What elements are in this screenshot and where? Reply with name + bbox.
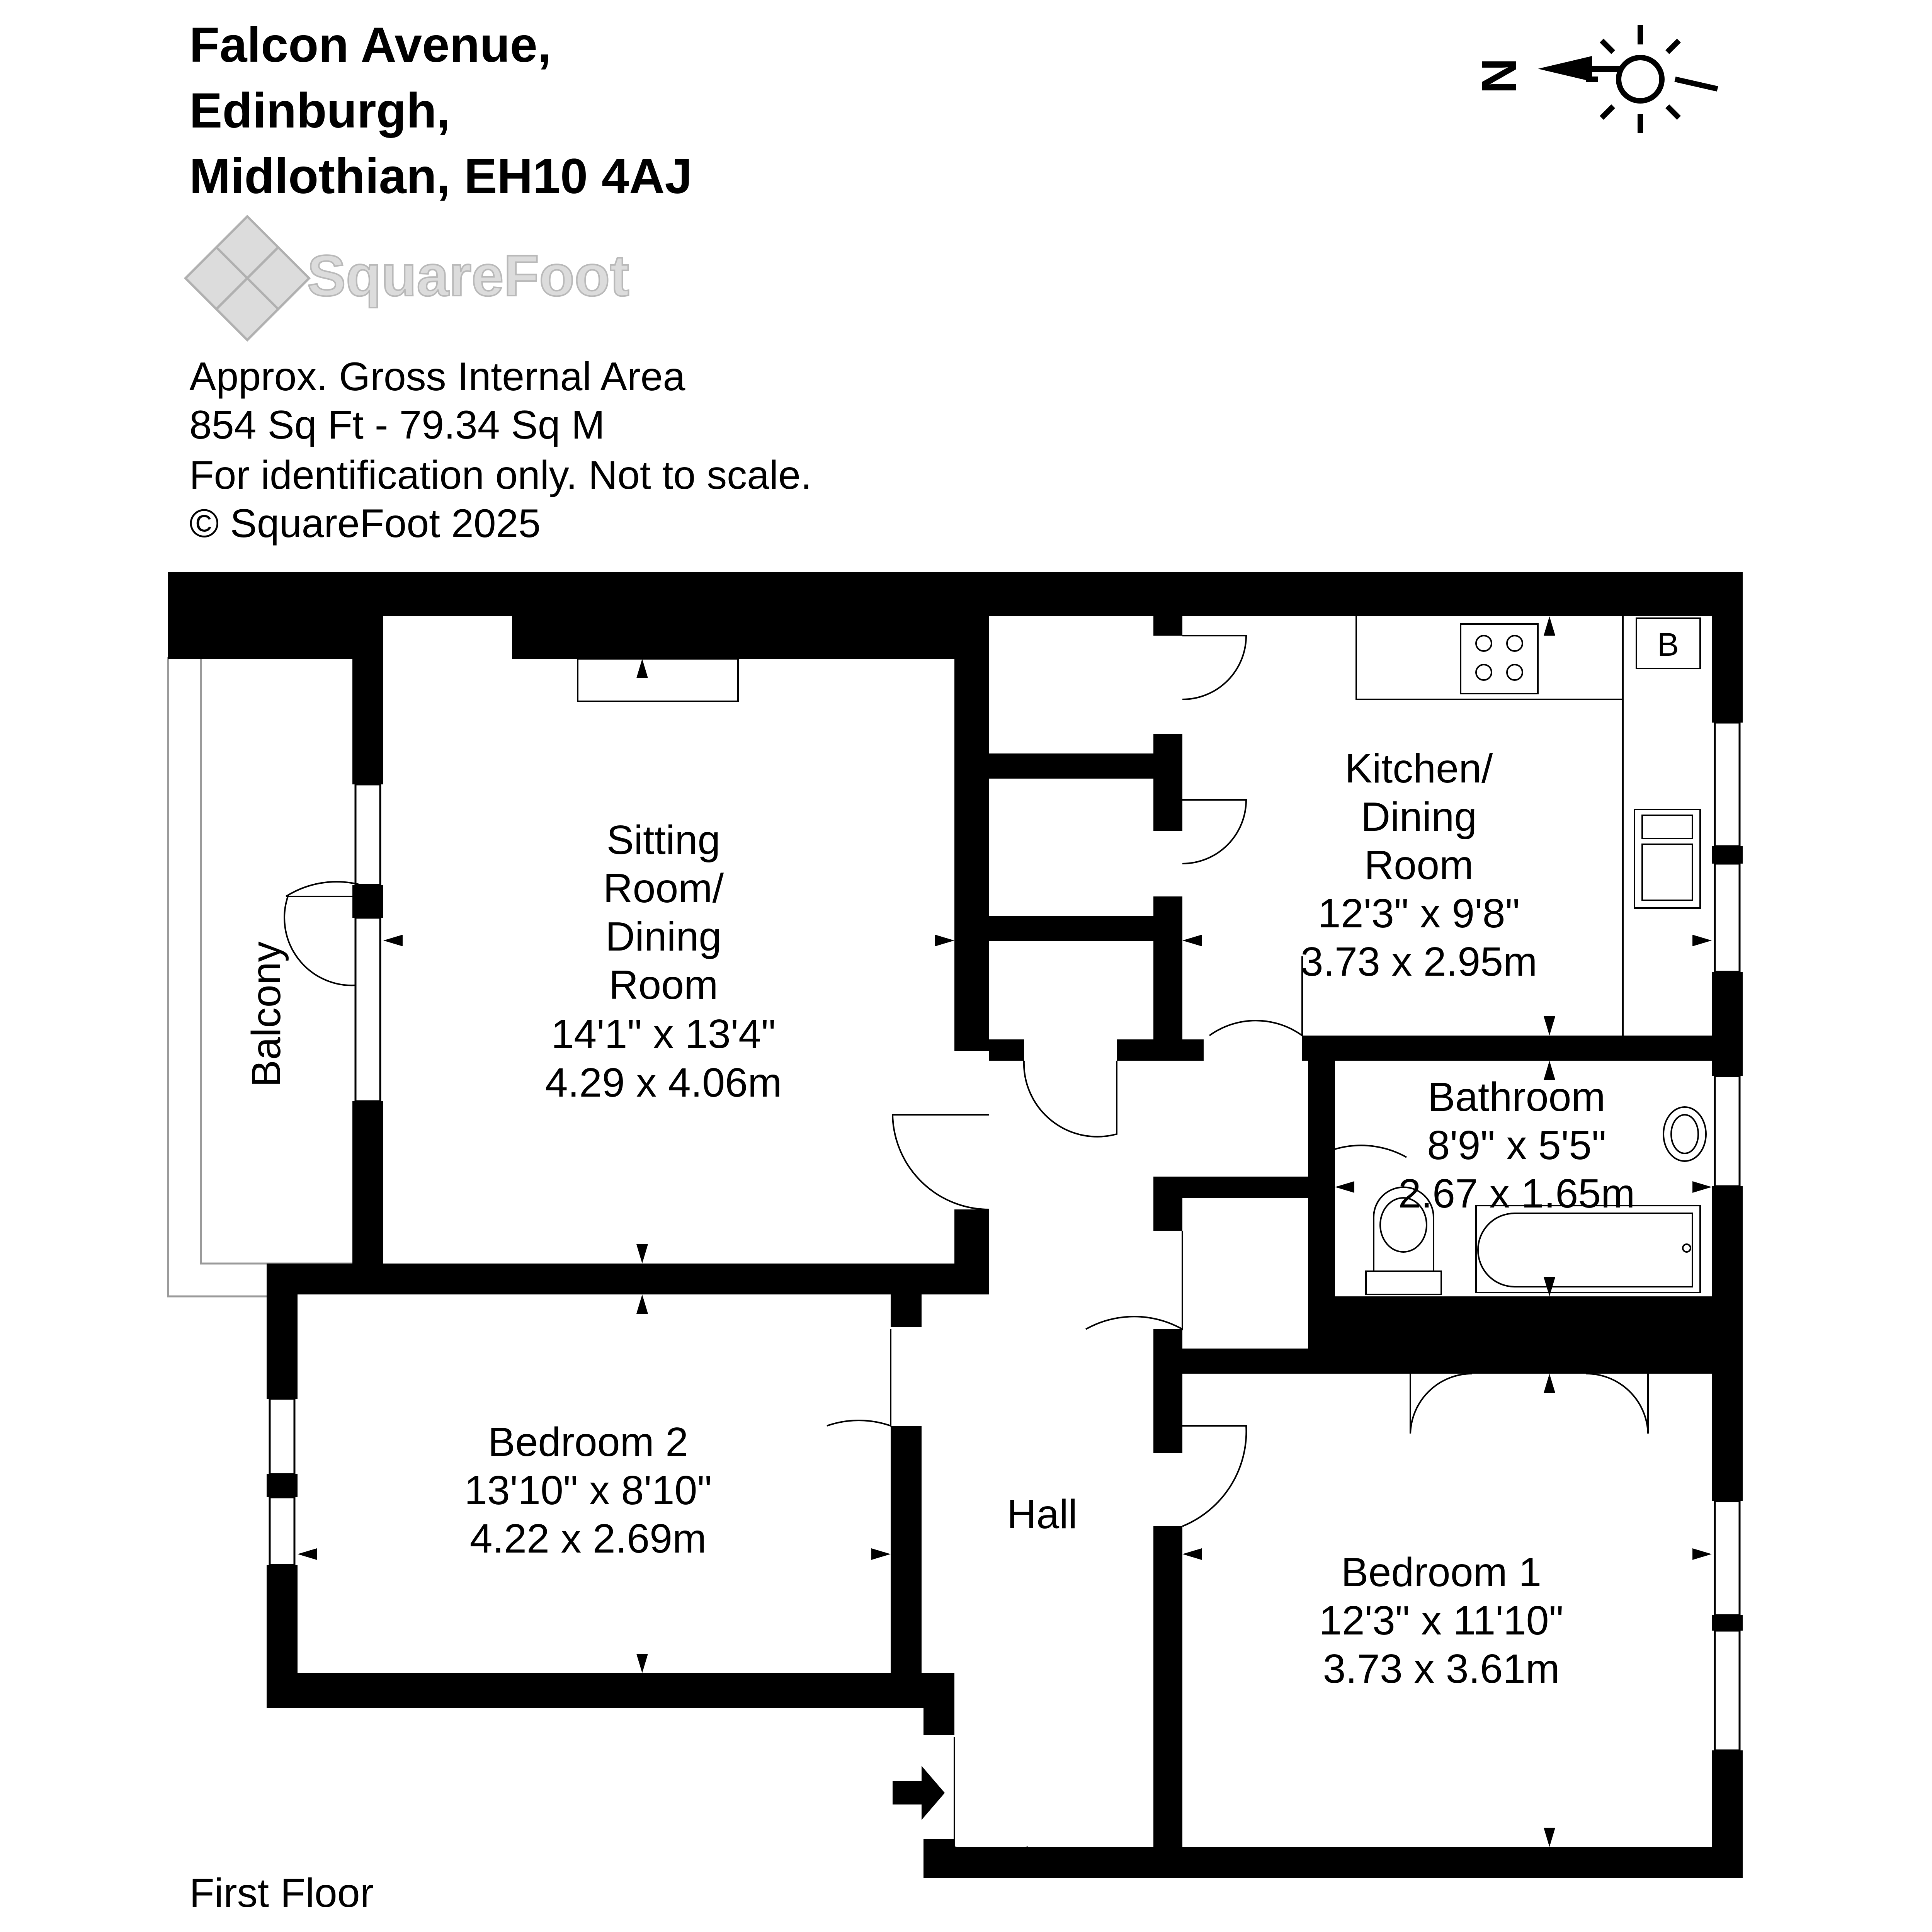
area-value: 854 Sq Ft - 79.34 Sq M [189,403,605,447]
logo-mark-icon [184,214,311,342]
bedroom2-metric: 4.22 x 2.69m [470,1516,707,1561]
sitting-imperial: 14'1" x 13'4" [551,1011,776,1057]
area-label: Approx. Gross Internal Area [189,354,685,399]
logo-text: SquareFoot [307,243,629,308]
address-line-2: Edinburgh, [189,83,450,138]
balcony-door[interactable] [284,896,356,986]
hob-icon [1460,623,1539,694]
sitting-label-4: Room [609,962,718,1008]
bedroom1-imperial: 12'3" x 11'10" [1319,1598,1563,1643]
disclaimer: For identification only. Not to scale. [189,453,812,498]
sitting-label-3: Dining [605,914,722,959]
room-bedroom2: Bedroom 2 13'10" x 8'10" 4.22 x 2.69m [464,1419,712,1561]
boiler-label: B [1657,626,1679,663]
dimension-arrows [298,616,1712,1847]
balcony-label: Balcony [243,941,289,1087]
bath-icon [1475,1205,1701,1293]
kitchen-metric: 3.73 x 2.95m [1301,939,1537,985]
fixtures [577,616,1707,1295]
sitting-label-1: Sitting [607,817,721,863]
boiler-box [1636,617,1701,669]
address-line-3: Midlothian, EH10 4AJ [189,149,692,204]
kitchen-label-3: Room [1364,842,1474,888]
bathroom-metric: 2.67 x 1.65m [1398,1171,1635,1216]
room-sitting: Sitting Room/ Dining Room 14'1" x 13'4" … [545,817,782,1105]
address-line-1: Falcon Avenue, [189,17,551,73]
entrance-arrow-icon [893,1766,945,1820]
kitchen-imperial: 12'3" x 9'8" [1318,891,1520,936]
room-kitchen: Kitchen/ Dining Room 12'3" x 9'8" 3.73 x… [1301,746,1537,985]
compass: N [1471,25,1718,133]
bedroom2-label: Bedroom 2 [488,1419,689,1465]
sun-icon [1586,25,1718,133]
hall-label: Hall [1007,1492,1078,1537]
room-bedroom1: Bedroom 1 12'3" x 11'10" 3.73 x 3.61m [1319,1549,1563,1692]
kitchen-label-1: Kitchen/ [1345,746,1493,791]
bathroom-label: Bathroom [1428,1074,1605,1120]
windows [269,721,1741,1752]
sitting-metric: 4.29 x 4.06m [545,1060,782,1105]
bedroom1-label: Bedroom 1 [1341,1549,1542,1595]
sitting-label-2: Room/ [603,866,724,911]
bedroom1-metric: 3.73 x 3.61m [1323,1646,1560,1692]
sink-icon [1634,809,1701,909]
basin-icon [1663,1106,1707,1162]
walls [168,572,1743,1878]
bedroom2-imperial: 13'10" x 8'10" [464,1468,712,1513]
north-label: N [1471,58,1526,94]
door-swings [285,635,1649,1854]
room-bathroom: Bathroom 8'9" x 5'5" 2.67 x 1.65m [1398,1074,1635,1216]
toilet-icon [1365,1270,1442,1295]
bathroom-imperial: 8'9" x 5'5" [1427,1122,1606,1168]
floor-label: First Floor [189,1870,374,1916]
squarefoot-logo: SquareFoot [184,214,630,342]
copyright: © SquareFoot 2025 [189,501,541,546]
north-arrow-icon [1538,56,1592,82]
kitchen-label-2: Dining [1361,794,1477,840]
